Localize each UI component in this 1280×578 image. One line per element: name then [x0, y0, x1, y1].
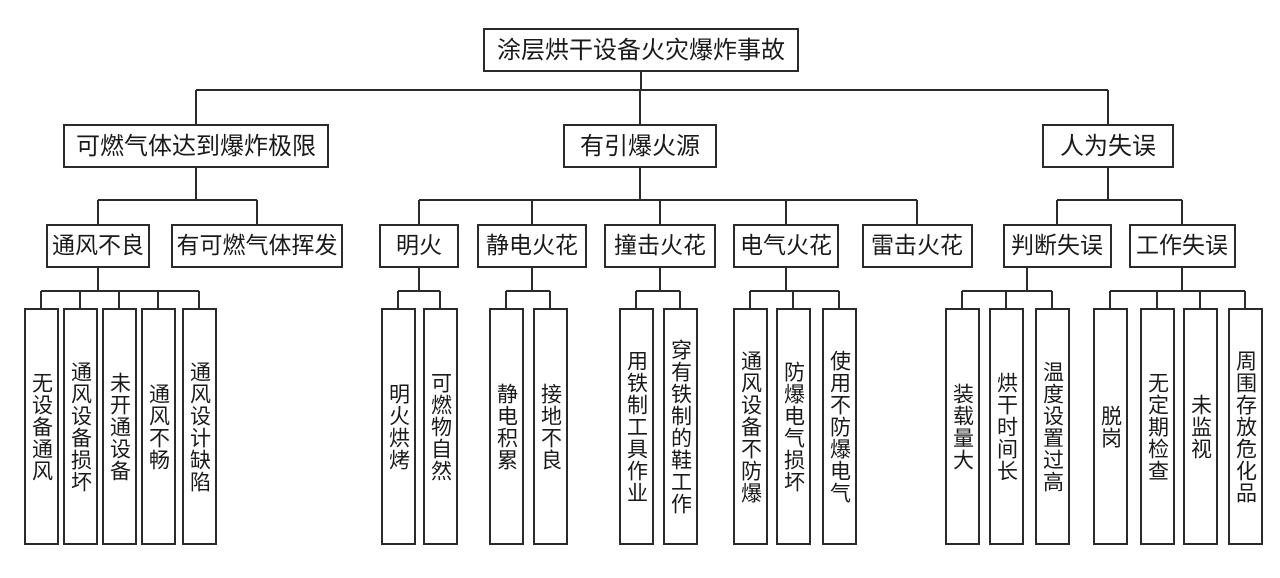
tree-node-label: 未监视: [1188, 393, 1213, 460]
tree-node-0-0-4: 通风设计缺陷: [181, 308, 217, 545]
tree-node-2-1-0: 脱岗: [1092, 308, 1128, 545]
tree-node-label: 可燃气体达到爆炸极限: [76, 132, 316, 160]
tree-node-label: 烘干时间长: [994, 371, 1019, 482]
tree-node-label: 可燃物自然: [428, 371, 453, 482]
tree-node-label: 静电火花: [486, 232, 578, 259]
tree-node-label: 明火: [396, 232, 442, 259]
tree-node-0-0: 通风不良: [46, 224, 150, 268]
tree-node-0: 可燃气体达到爆炸极限: [63, 124, 329, 168]
tree-node-label: 通风设备不防爆: [738, 349, 763, 504]
tree-node-label: 静电积累: [494, 382, 519, 471]
tree-node-label: 通风设计缺陷: [187, 360, 212, 493]
tree-node-1-1-0: 静电积累: [488, 308, 524, 545]
tree-node-2-1-2: 未监视: [1182, 308, 1218, 545]
tree-node-1-2-0: 用铁制工具作业: [618, 308, 654, 545]
tree-node-1-1: 静电火花: [477, 224, 587, 268]
tree-node-label: 工作失误: [1136, 232, 1228, 259]
tree-node-0-1: 有可燃气体挥发: [171, 224, 343, 268]
tree-node-0-0-2: 未开通设备: [101, 308, 137, 545]
tree-node-2-0: 判断失误: [1002, 224, 1112, 268]
tree-node-2: 人为失误: [1042, 124, 1174, 168]
tree-node-1-2-1: 穿有铁制的鞋工作: [662, 308, 698, 545]
tree-node-1-4: 雷击火花: [861, 224, 973, 268]
tree-node-1-0-1: 可燃物自然: [422, 308, 458, 545]
tree-node-1-1-1: 接地不良: [532, 308, 568, 545]
tree-node-0-0-3: 通风不畅: [140, 308, 176, 545]
tree-node-1-3-1: 防爆电气损坏: [775, 308, 811, 545]
tree-node-label: 温度设置过高: [1040, 360, 1065, 493]
tree-node-0-0-1: 通风设备损坏: [62, 308, 98, 545]
tree-node-label: 未开通设备: [107, 371, 132, 482]
tree-node-label: 雷击火花: [871, 232, 963, 259]
tree-node-label: 电气火花: [740, 232, 832, 259]
tree-node-label: 明火烘烤: [386, 382, 411, 471]
tree-node-label: 用铁制工具作业: [624, 349, 649, 504]
tree-node-label: 无定期检查: [1145, 371, 1170, 482]
tree-node-1-0: 明火: [379, 224, 459, 268]
tree-node-label: 判断失误: [1011, 232, 1103, 259]
tree-node-1-2: 撞击火花: [604, 224, 716, 268]
tree-node-label: 有引爆火源: [580, 132, 700, 160]
tree-node-label: 通风不畅: [146, 382, 171, 471]
tree-node-label: 使用不防爆电气: [827, 349, 852, 504]
tree-node-2-1-1: 无定期检查: [1139, 308, 1175, 545]
tree-node-2-0-1: 烘干时间长: [988, 308, 1024, 545]
tree-node-label: 有可燃气体挥发: [176, 232, 338, 259]
tree-node-label: 接地不良: [538, 382, 563, 471]
tree-node-1-3: 电气火花: [733, 224, 839, 268]
tree-node-2-0-0: 装载量大: [944, 308, 980, 545]
tree-node-2-1-3: 周围存放危化品: [1227, 308, 1263, 545]
tree-node-1-0-0: 明火烘烤: [380, 308, 416, 545]
tree-node-label: 周围存放危化品: [1233, 349, 1258, 504]
tree-node-1: 有引爆火源: [563, 124, 717, 168]
tree-node-label: 无设备通风: [29, 371, 54, 482]
tree-node-1-3-2: 使用不防爆电气: [821, 308, 857, 545]
tree-node-2-0-2: 温度设置过高: [1034, 308, 1070, 545]
tree-node-label: 穿有铁制的鞋工作: [668, 338, 693, 515]
tree-node-1-3-0: 通风设备不防爆: [732, 308, 768, 545]
tree-node-label: 撞击火花: [614, 232, 706, 259]
tree-node-label: 涂层烘干设备火灾爆炸事故: [497, 36, 785, 64]
tree-node-label: 防爆电气损坏: [781, 360, 806, 493]
tree-node-2-1: 工作失误: [1128, 224, 1236, 268]
tree-node-root: 涂层烘干设备火灾爆炸事故: [483, 28, 799, 72]
tree-node-label: 脱岗: [1098, 404, 1123, 449]
tree-node-label: 人为失误: [1060, 132, 1156, 160]
tree-node-label: 通风设备损坏: [68, 360, 93, 493]
tree-node-label: 通风不良: [52, 232, 144, 259]
tree-node-label: 装载量大: [950, 382, 975, 471]
tree-node-0-0-0: 无设备通风: [23, 308, 59, 545]
